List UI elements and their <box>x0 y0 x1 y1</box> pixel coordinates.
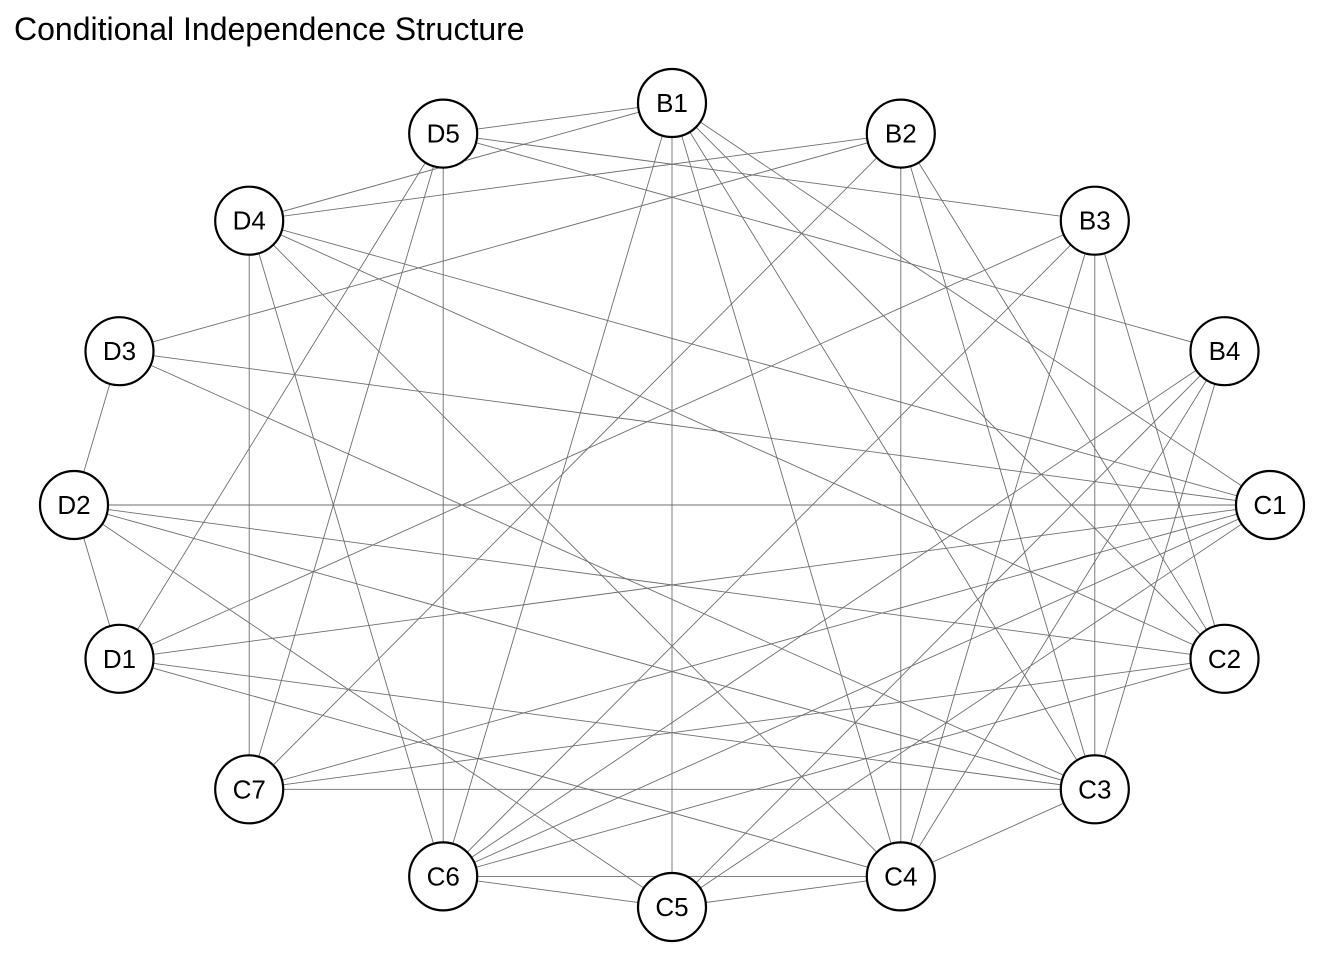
edge-b3-c2 <box>1094 220 1225 659</box>
node-circle <box>636 871 708 943</box>
edge-b1-c1 <box>671 102 1271 506</box>
edge-b3-d5 <box>443 133 1095 222</box>
node-b4: B4 <box>1189 316 1260 387</box>
edge-b1-d5 <box>443 102 673 135</box>
node-circle <box>1234 469 1306 541</box>
node-circle <box>1059 754 1130 825</box>
node-circle <box>214 185 285 256</box>
edge-c4-d1 <box>119 658 901 877</box>
edge-b4-c5 <box>671 350 1225 908</box>
node-label: C5 <box>655 892 688 922</box>
node-circle <box>84 316 155 387</box>
edge-layer <box>73 102 1271 908</box>
edge-b4-c3 <box>1094 351 1225 790</box>
node-circle <box>865 98 936 169</box>
node-label: D1 <box>103 644 136 674</box>
edge-c4-d4 <box>248 220 902 877</box>
graph-title: Conditional Independence Structure <box>14 11 525 47</box>
node-circle <box>1189 316 1260 387</box>
edge-b3-d1 <box>119 220 1095 660</box>
edge-b2-c7 <box>248 133 902 790</box>
node-label: C6 <box>427 861 460 891</box>
node-d2: D2 <box>38 469 110 541</box>
edge-c2-c7 <box>249 658 1225 790</box>
edge-c5-d2 <box>73 504 673 908</box>
edge-b1-c6 <box>442 102 673 877</box>
node-label: B3 <box>1079 206 1111 236</box>
node-circle <box>636 67 708 139</box>
edge-b2-c2 <box>900 133 1225 660</box>
edge-b1-c3 <box>671 102 1096 790</box>
node-c2: C2 <box>1189 623 1260 694</box>
edge-c1-d3 <box>119 350 1271 506</box>
edge-c2-c6 <box>443 658 1225 877</box>
edge-b3-c4 <box>900 220 1096 877</box>
node-label: C2 <box>1208 644 1241 674</box>
node-circle <box>408 841 479 912</box>
node-circle <box>1059 185 1130 256</box>
node-c3: C3 <box>1059 754 1130 825</box>
node-b1: B1 <box>636 67 708 139</box>
node-circle <box>214 754 285 825</box>
node-b2: B2 <box>865 98 936 169</box>
edge-b2-c3 <box>900 133 1096 790</box>
node-label: D5 <box>427 119 460 149</box>
node-d5: D5 <box>408 98 479 169</box>
node-b3: B3 <box>1059 185 1130 256</box>
edge-c5-c6 <box>443 875 673 908</box>
edge-b1-c2 <box>671 102 1225 660</box>
node-d1: D1 <box>84 623 155 694</box>
node-label: B2 <box>885 119 917 149</box>
edge-c3-d2 <box>73 504 1095 790</box>
edge-b4-d5 <box>443 133 1225 352</box>
node-label: C4 <box>884 861 917 891</box>
node-label: D2 <box>57 490 90 520</box>
node-circle <box>84 623 155 694</box>
node-d3: D3 <box>84 316 155 387</box>
node-circle <box>38 469 110 541</box>
node-c6: C6 <box>408 841 479 912</box>
node-label: B4 <box>1209 336 1241 366</box>
edge-b3-c6 <box>442 220 1096 877</box>
node-c4: C4 <box>865 841 936 912</box>
edge-c3-c4 <box>900 788 1095 877</box>
edge-c7-d5 <box>248 133 444 790</box>
edge-c3-d1 <box>119 658 1095 790</box>
edge-b1-c4 <box>671 102 902 877</box>
edge-c4-c5 <box>671 875 901 908</box>
edge-c2-d2 <box>73 504 1225 660</box>
edge-c2-d4 <box>249 220 1225 660</box>
node-c7: C7 <box>214 754 285 825</box>
edge-c1-c5 <box>671 504 1271 908</box>
node-label: C7 <box>233 774 266 804</box>
node-label: B1 <box>656 88 688 118</box>
edge-c1-c7 <box>249 504 1271 790</box>
node-label: C1 <box>1253 490 1286 520</box>
node-label: D4 <box>233 206 266 236</box>
edge-c1-d1 <box>119 504 1271 660</box>
edge-c1-d4 <box>249 220 1271 506</box>
node-circle <box>408 98 479 169</box>
node-label: C3 <box>1078 774 1111 804</box>
edge-b2-d3 <box>119 133 901 352</box>
edge-c3-d3 <box>119 350 1095 790</box>
node-c1: C1 <box>1234 469 1306 541</box>
edge-c1-c6 <box>443 504 1271 877</box>
node-circle <box>865 841 936 912</box>
node-label: D3 <box>103 336 136 366</box>
edge-b2-d4 <box>249 133 901 222</box>
edge-d1-d5 <box>119 133 444 660</box>
node-c5: C5 <box>636 871 708 943</box>
node-circle <box>1189 623 1260 694</box>
node-d4: D4 <box>214 185 285 256</box>
edge-c6-d4 <box>248 220 444 877</box>
